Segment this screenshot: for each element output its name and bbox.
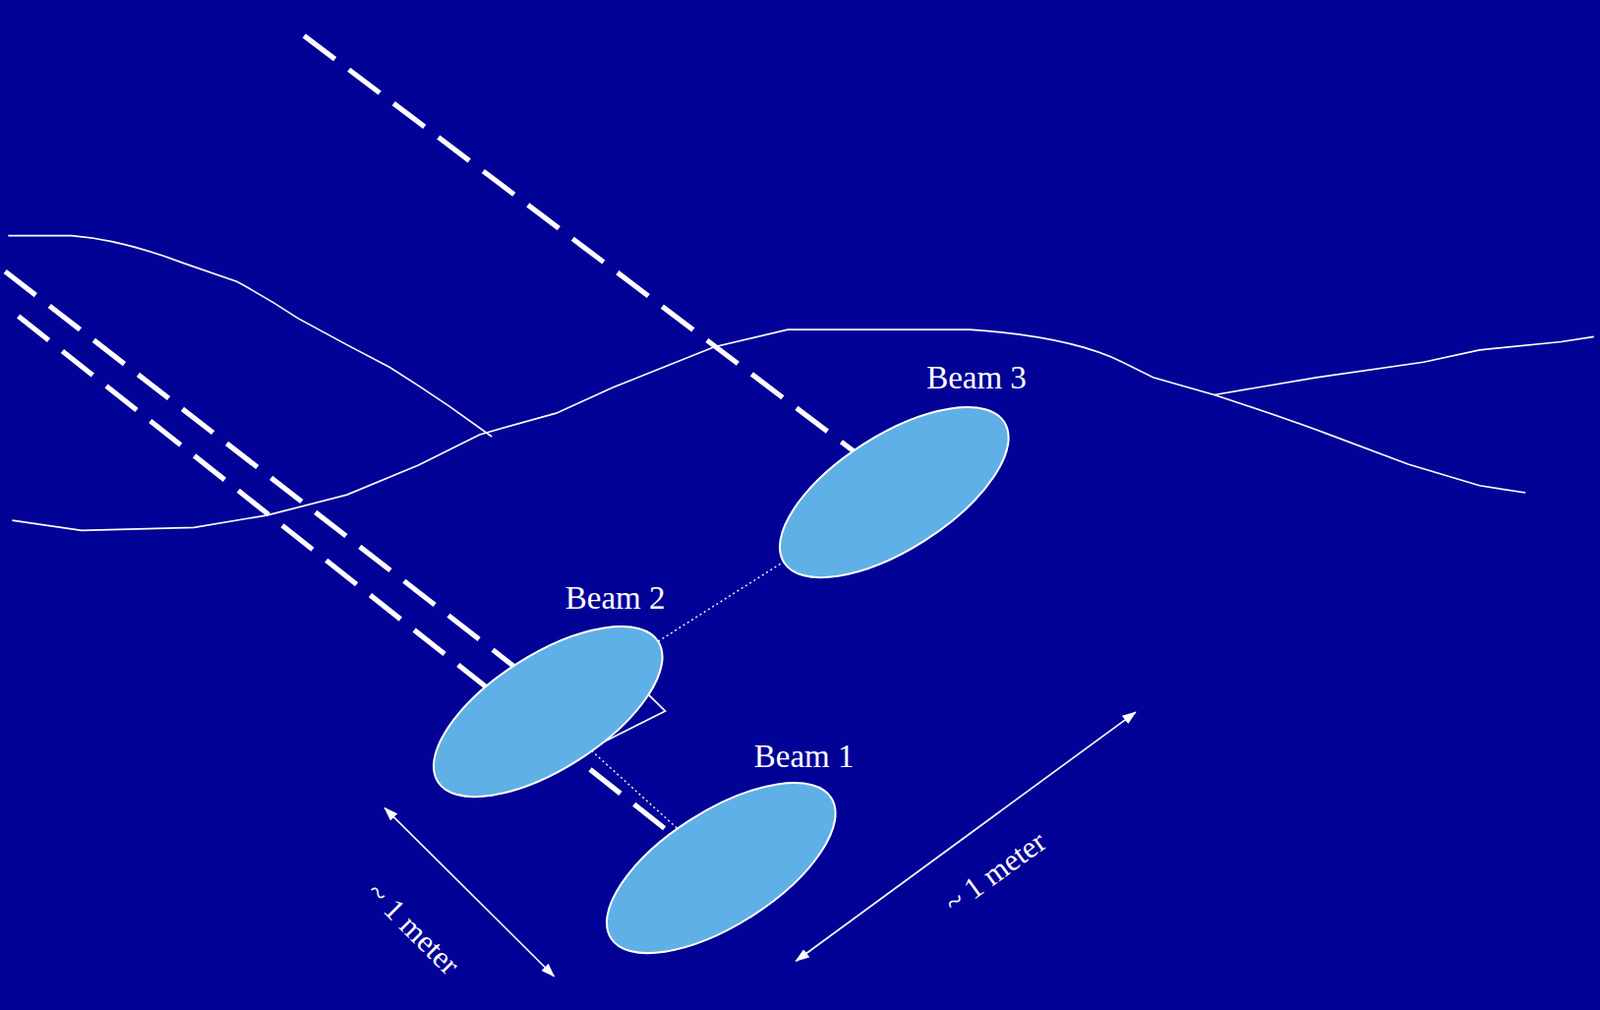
beam-ellipse: Beam 3 bbox=[779, 407, 1009, 578]
hill-line bbox=[11, 329, 1526, 531]
beam-label: Beam 3 bbox=[926, 358, 1027, 396]
hill-line bbox=[7, 236, 492, 437]
beam-ellipse: Beam 2 bbox=[433, 626, 663, 797]
beam-ray bbox=[4, 271, 539, 686]
dimension-label: ~ 1 meter bbox=[359, 875, 468, 983]
dotted-connector bbox=[592, 750, 679, 829]
ellipse-shape bbox=[580, 750, 862, 988]
beam-label: Beam 2 bbox=[565, 580, 666, 617]
beam-ellipse: Beam 1 bbox=[606, 782, 836, 953]
hill-lines bbox=[7, 236, 1594, 532]
beam-ray bbox=[18, 316, 699, 856]
beam-label: Beam 1 bbox=[754, 737, 855, 774]
ellipse-outline bbox=[779, 407, 1009, 578]
beam-ray bbox=[303, 35, 886, 475]
dotted-connector bbox=[657, 561, 783, 642]
ellipse-outline bbox=[433, 626, 663, 797]
hill-line bbox=[1214, 336, 1595, 395]
ellipse-shape bbox=[753, 373, 1035, 611]
ellipse-outline bbox=[606, 782, 836, 953]
beam-rays bbox=[4, 35, 886, 855]
dimension-label: ~ 1 meter bbox=[937, 824, 1053, 922]
ellipse-shape bbox=[407, 592, 689, 830]
